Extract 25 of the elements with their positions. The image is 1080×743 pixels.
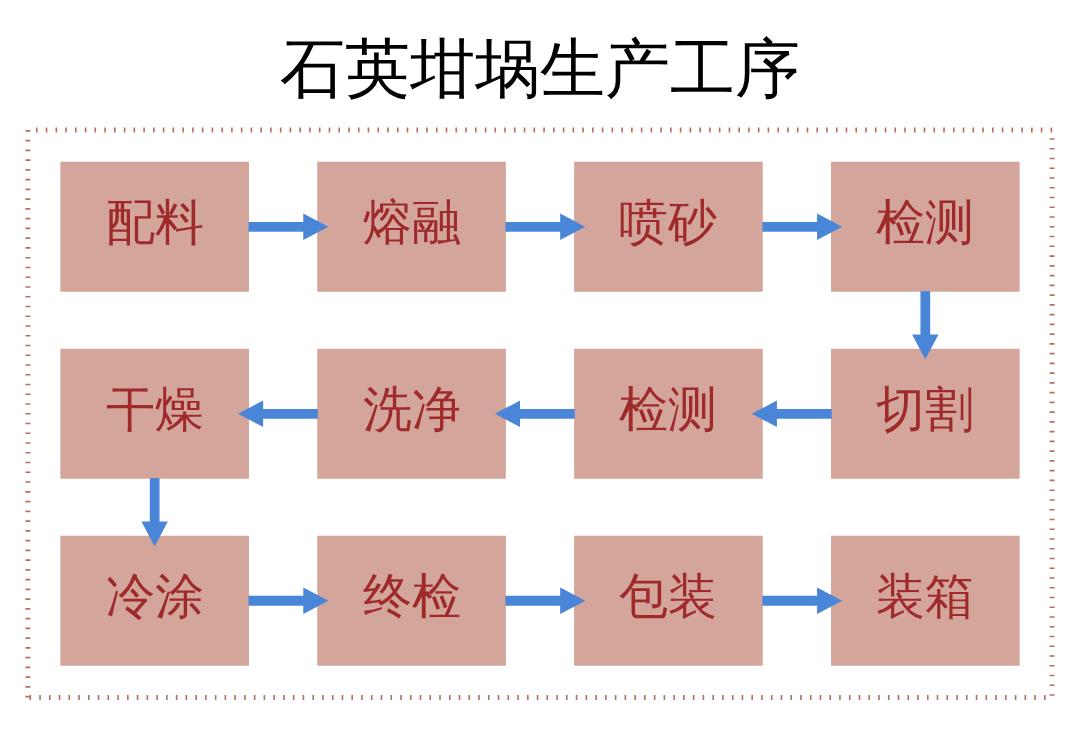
arrow: [494, 400, 575, 427]
arrow: [762, 587, 843, 614]
arrow: [505, 587, 586, 614]
arrow: [762, 213, 843, 240]
node-box: 熔融: [317, 161, 506, 292]
node-box: 检测: [831, 161, 1020, 292]
node-box: 洗净: [317, 348, 506, 479]
arrow: [248, 587, 329, 614]
arrow: [141, 478, 168, 547]
node-box: 喷砂: [574, 161, 763, 292]
arrow: [912, 291, 939, 360]
node-box: 装箱: [831, 535, 1020, 666]
arrow: [751, 400, 832, 427]
node-box: 冷涂: [60, 535, 249, 666]
node-box: 配料: [60, 161, 249, 292]
node-box: 包装: [574, 535, 763, 666]
node-box: 切割: [831, 348, 1020, 479]
diagram-title: 石英坩埚生产工序: [280, 31, 800, 107]
node-box: 终检: [317, 535, 506, 666]
node-box: 干燥: [60, 348, 249, 479]
cluster: [25, 127, 1055, 700]
arrow: [248, 213, 329, 240]
arrow: [238, 400, 318, 427]
arrow: [505, 213, 586, 240]
node-box: 检测: [574, 348, 763, 479]
